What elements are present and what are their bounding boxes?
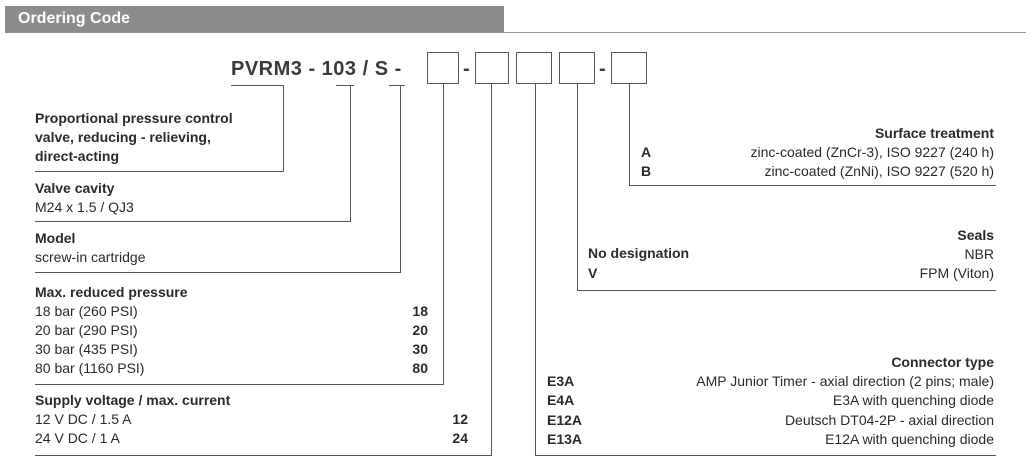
rule-supply bbox=[35, 455, 492, 456]
surface-title: Surface treatment bbox=[874, 125, 994, 141]
underline-pvrm3 bbox=[231, 85, 283, 86]
pressure-title: Max. reduced pressure bbox=[35, 284, 188, 300]
function-description-line: Proportional pressure control bbox=[35, 110, 233, 126]
header-divider bbox=[504, 32, 1026, 33]
supply-option-code: 12 bbox=[452, 411, 468, 427]
leader-line-connector bbox=[535, 84, 536, 456]
connector-option-code: E3A bbox=[547, 373, 575, 389]
connector-title: Connector type bbox=[891, 354, 994, 370]
leader-line-pressure bbox=[443, 84, 444, 385]
surface-option-code: A bbox=[641, 144, 652, 160]
surface-option-code: B bbox=[641, 163, 652, 179]
leader-line-seals bbox=[577, 84, 578, 291]
connector-option-code: E13A bbox=[547, 431, 583, 447]
pressure-option-code: 30 bbox=[412, 341, 428, 357]
rule-surface bbox=[629, 185, 996, 186]
supply-title: Supply voltage / max. current bbox=[35, 392, 231, 408]
cavity-value: M24 x 1.5 / QJ3 bbox=[35, 199, 134, 215]
rule-function bbox=[35, 171, 284, 172]
seals-option-code: V bbox=[588, 265, 598, 281]
rule-seals bbox=[577, 290, 996, 291]
leader-line-supply bbox=[491, 84, 492, 456]
pressure-option-code: 80 bbox=[412, 360, 428, 376]
supply-option-label: 12 V DC / 1.5 A bbox=[35, 411, 132, 427]
connector-option-label: AMP Junior Timer - axial direction (2 pi… bbox=[696, 373, 994, 389]
surface-option-label: zinc-coated (ZnNi), ISO 9227 (520 h) bbox=[764, 163, 994, 179]
leader-line-cavity bbox=[350, 85, 351, 222]
rule-model bbox=[35, 272, 401, 273]
section-header-bar bbox=[5, 6, 504, 33]
section-title: Ordering Code bbox=[18, 10, 131, 27]
pressure-option-code: 20 bbox=[412, 322, 428, 338]
leader-line-function bbox=[283, 85, 284, 172]
function-description-line: valve, reducing - relieving, bbox=[35, 129, 211, 145]
rule-cavity bbox=[35, 221, 351, 222]
underline-s bbox=[389, 85, 405, 86]
connector-option-label: Deutsch DT04-2P - axial direction bbox=[784, 412, 994, 428]
leader-line-surface bbox=[629, 84, 630, 186]
pressure-option-label: 20 bar (290 PSI) bbox=[35, 322, 138, 338]
supply-option-label: 24 V DC / 1 A bbox=[35, 430, 120, 446]
underline-103 bbox=[336, 85, 354, 86]
supply-option-code: 24 bbox=[452, 430, 468, 446]
pressure-option-code: 18 bbox=[412, 303, 428, 319]
model-title: Model bbox=[35, 230, 76, 246]
seals-title: Seals bbox=[957, 227, 994, 243]
cavity-title: Valve cavity bbox=[35, 180, 115, 196]
ordering-code-prefix: PVRM3 - 103 / S - bbox=[231, 58, 402, 80]
leader-line-model bbox=[400, 85, 401, 273]
function-description-line: direct-acting bbox=[35, 148, 120, 164]
connector-option-code: E4A bbox=[547, 392, 575, 408]
code-box-surface bbox=[611, 52, 647, 84]
rule-pressure bbox=[35, 384, 444, 385]
surface-option-label: zinc-coated (ZnCr-3), ISO 9227 (240 h) bbox=[750, 144, 994, 160]
rule-connector bbox=[535, 455, 996, 456]
code-separator: - bbox=[599, 58, 606, 80]
seals-option-label: FPM (Viton) bbox=[919, 265, 994, 281]
model-value: screw-in cartridge bbox=[35, 249, 146, 265]
connector-option-label: E3A with quenching diode bbox=[832, 392, 994, 408]
pressure-option-label: 18 bar (260 PSI) bbox=[35, 303, 138, 319]
pressure-option-label: 80 bar (1160 PSI) bbox=[35, 360, 145, 376]
connector-option-code: E12A bbox=[547, 412, 583, 428]
pressure-option-label: 30 bar (435 PSI) bbox=[35, 341, 138, 357]
code-box-connector bbox=[516, 52, 552, 84]
seals-option-code: No designation bbox=[588, 245, 690, 261]
code-separator: - bbox=[463, 58, 470, 80]
code-box-pressure bbox=[427, 52, 459, 84]
code-box-seals bbox=[559, 52, 595, 84]
seals-option-label: NBR bbox=[964, 246, 994, 262]
connector-option-label: E12A with quenching diode bbox=[825, 431, 994, 447]
code-box-supply bbox=[475, 52, 509, 84]
